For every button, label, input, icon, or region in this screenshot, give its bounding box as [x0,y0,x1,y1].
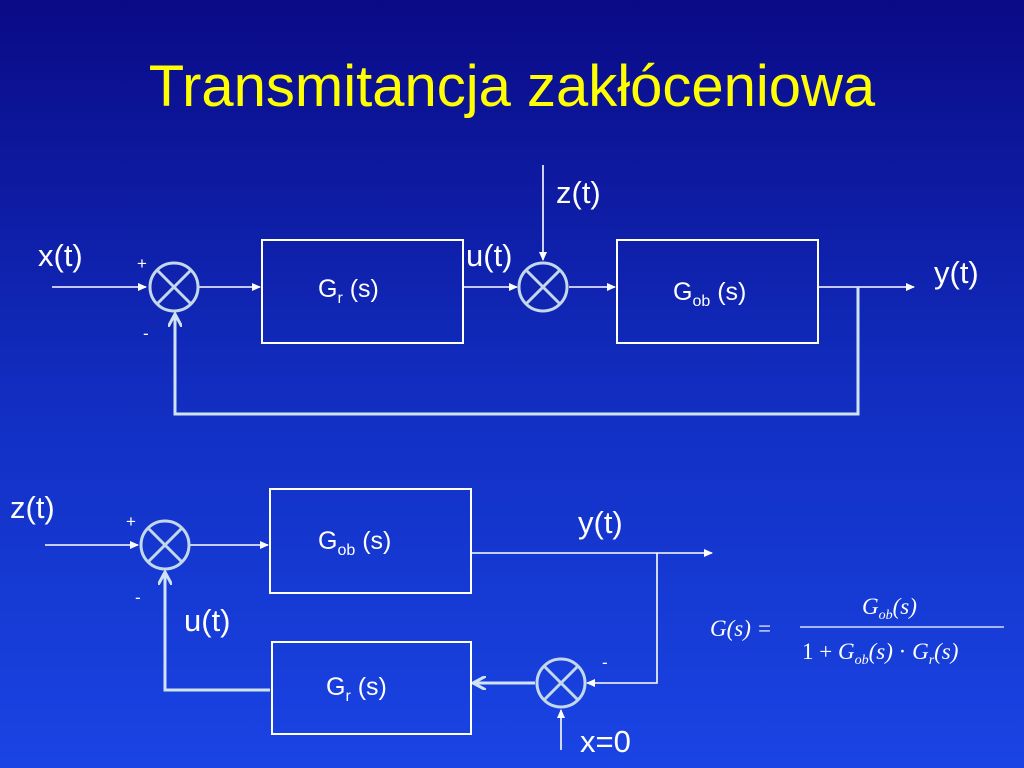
d1-summing-junction-1 [148,261,200,313]
d2-controller-block [271,641,472,735]
d2-plus-sign: + [126,512,136,531]
d2-input-label: z(t) [10,490,55,525]
formula-lhs: G(s) = [710,616,772,641]
d2-minus-sign-right: - [602,653,608,672]
d2-summing-junction-2 [535,657,587,709]
d2-reference-label: x=0 [580,724,631,759]
d1-plant-block [616,239,819,344]
d1-control-label: u(t) [466,238,513,273]
d2-summing-junction-1 [139,519,191,571]
d2-plant-label: Gob (s) [318,527,391,559]
d2-minus-sign-left: - [135,588,141,607]
formula-denominator: 1 + Gob(s) · Gr(s) [802,639,958,668]
d1-controller-block [261,239,464,344]
d1-plant-label: Gob (s) [673,278,746,310]
diagram-1-closed-loop: Gr (s) Gob (s) x(t) z(t) u(t) y(t) + - [38,165,979,416]
d1-controller-label: Gr (s) [318,275,379,307]
d1-output-label: y(t) [934,255,979,290]
d1-disturbance-label: z(t) [556,175,601,210]
page-title: Transmitancja zakłóceniowa [148,54,876,119]
d2-control-label: u(t) [184,603,231,638]
transfer-function-formula: G(s) = Gob(s) 1 + Gob(s) · Gr(s) [710,594,1004,668]
formula-numerator: Gob(s) [862,594,917,623]
diagram-2-disturbance-loop: Gob (s) Gr (s) z(t) y(t) u(t) x=0 + - - [10,488,713,759]
d1-plus-sign: + [137,254,147,273]
d1-feedback-path [175,287,860,416]
d2-output-to-comparator-wire [586,553,658,687]
d2-controller-to-sum-path [165,572,270,692]
d2-output-label: y(t) [578,505,623,540]
d2-controller-label: Gr (s) [326,673,387,705]
d2-plant-block [269,488,472,594]
d1-summing-junction-2 [517,261,569,313]
d1-minus-sign: - [143,324,149,343]
d1-input-label: x(t) [38,238,83,273]
